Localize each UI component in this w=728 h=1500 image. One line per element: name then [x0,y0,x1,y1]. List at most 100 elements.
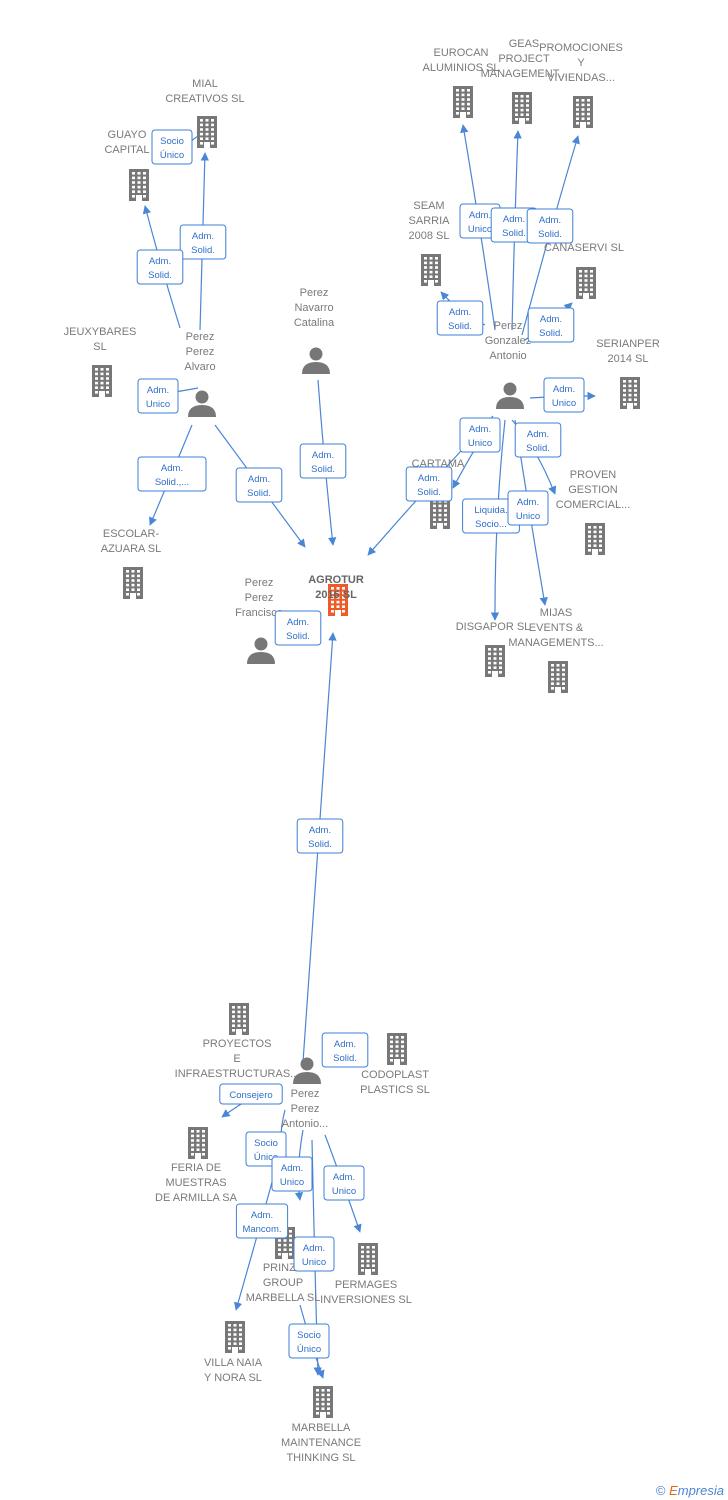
relationship-label-antonio-codoplast[interactable]: Adm.Solid. [321,1032,369,1068]
relationship-label-gonzalez-mijas[interactable]: Adm.Unico [507,490,549,526]
relationship-label-box [527,307,575,343]
relationship-label-text: Adm. [192,231,214,242]
relationship-label-gonzalez-canaservi[interactable]: Adm.Solid. [527,307,575,343]
node-label: AZUARA SL [101,543,162,555]
relationship-label-antonio-permages[interactable]: Adm.Unico [323,1165,365,1201]
relationship-label-alvaro-mial[interactable]: Adm.Solid. [179,224,227,260]
relationship-label-text: Adm. [251,1210,273,1221]
brand-logo-initial: E [669,1483,678,1498]
relationship-label-text: Único [160,150,184,161]
company-node-proyectos[interactable]: PROYECTOSEINFRAESTRUCTURAS... [175,1003,300,1080]
relationship-label-box [299,443,347,479]
company-node-disgapor[interactable]: DISGAPOR SL [456,621,531,677]
relationship-label-text: Socio... [475,519,507,530]
relationship-label-antonio-villanaia[interactable]: Adm.Mancom. [235,1203,289,1239]
building-icon [328,584,348,616]
relationship-label-catalina-agrotur[interactable]: Adm.Solid. [299,443,347,479]
relationship-label-box [293,1236,335,1272]
node-label: CREATIVOS SL [165,93,244,105]
building-icon [123,567,143,599]
node-label: Perez [300,287,329,299]
relationship-label-gonzalez-proven[interactable]: Adm.Solid. [514,422,562,458]
relationship-label-alvaro-agrotur[interactable]: Adm.Solid. [235,467,283,503]
relationship-label-text: Solid. [526,443,550,454]
relationship-label-gonzalez-seam[interactable]: Adm.Solid. [436,300,484,336]
building-icon [576,267,596,299]
node-label: MIAL [192,78,218,90]
relationship-label-gonzalez-disgapor[interactable]: Liquida.Socio... [462,498,520,534]
company-node-promociones[interactable]: PROMOCIONESYVIVIENDAS... [539,42,623,128]
node-label: GESTION [568,484,618,496]
building-icon [548,661,568,693]
company-node-mial[interactable]: MIAL CREATIVOS SL [165,78,245,148]
relationship-label-text: Adm. [281,1163,303,1174]
relationship-label-alvaro-guayo[interactable]: Adm.Solid. [136,249,184,285]
relationship-label-text: Adm. [469,424,491,435]
relationship-label-text: Adm. [540,314,562,325]
node-label: E [233,1053,240,1065]
relationship-label-text: Socio [297,1330,321,1341]
relationship-label-antonio-agrotur[interactable]: Adm.Solid. [296,818,344,854]
relationship-label-box [323,1165,365,1201]
relationship-label-antonio-marbella[interactable]: Adm.Unico [293,1236,335,1272]
relationship-label-box [274,610,322,646]
relationship-label-gonzalez-agrotur[interactable]: Adm.Solid. [405,466,453,502]
person-node-antonio[interactable]: PerezPerezAntonio... [282,1057,328,1131]
relationship-label-antonio-prinza[interactable]: Adm.Unico [271,1156,313,1192]
relationship-label-box [543,377,585,413]
node-label: Perez [245,592,274,604]
node-label: ESCOLAR- [103,528,160,540]
relationship-label-text: Adm. [517,497,539,508]
relationship-label-text: Solid. [417,487,441,498]
node-label: Y NORA SL [204,1372,262,1384]
relationship-label-gonzalez-eurocan[interactable]: Adm.Unico [459,203,501,239]
building-icon [92,365,112,397]
relationship-label-gonzalez-serianper[interactable]: Adm.Unico [543,377,585,413]
person-icon [496,382,524,409]
relationship-label-gonzalez-promociones[interactable]: Adm.Solid. [526,208,574,244]
node-label: MANAGEMENTS... [508,637,603,649]
relationship-label-text: Unico [468,224,492,235]
relationship-label-text: Solid. [148,270,172,281]
relationship-label-text: Adm. [303,1243,325,1254]
building-icon [453,86,473,118]
company-node-geas[interactable]: GEASPROJECTMANAGEMENT... [481,38,568,124]
company-node-escolar[interactable]: ESCOLAR- AZUARA SL [101,528,162,599]
relationship-label-box [137,456,207,492]
relationship-label-text: Único [254,1152,278,1163]
relationship-label-text: Socio [254,1138,278,1149]
relationship-label-text: Solid. [502,228,526,239]
node-label: Francisca [235,607,284,619]
building-icon [421,254,441,286]
relationship-label-antonio-proyectos[interactable]: Consejero [219,1083,283,1105]
company-node-canaservi[interactable]: CANASERVI SL [544,242,624,299]
relationship-label-francisca-agrotur[interactable]: Adm.Solid. [274,610,322,646]
company-node-proven[interactable]: PROVENGESTIONCOMERCIAL... [556,469,631,555]
relationship-label-alvaro-jeuxybares[interactable]: Adm.Unico [137,378,179,414]
relationship-label-alvaro-escolar[interactable]: Adm.Solid.,... [137,456,207,492]
node-label: Perez [186,331,215,343]
node-label: COMERCIAL... [556,499,631,511]
node-label: FERIA DE [171,1162,221,1174]
relationship-label-gonzalez-cartama[interactable]: Adm.Unico [459,417,501,453]
person-icon [293,1057,321,1084]
